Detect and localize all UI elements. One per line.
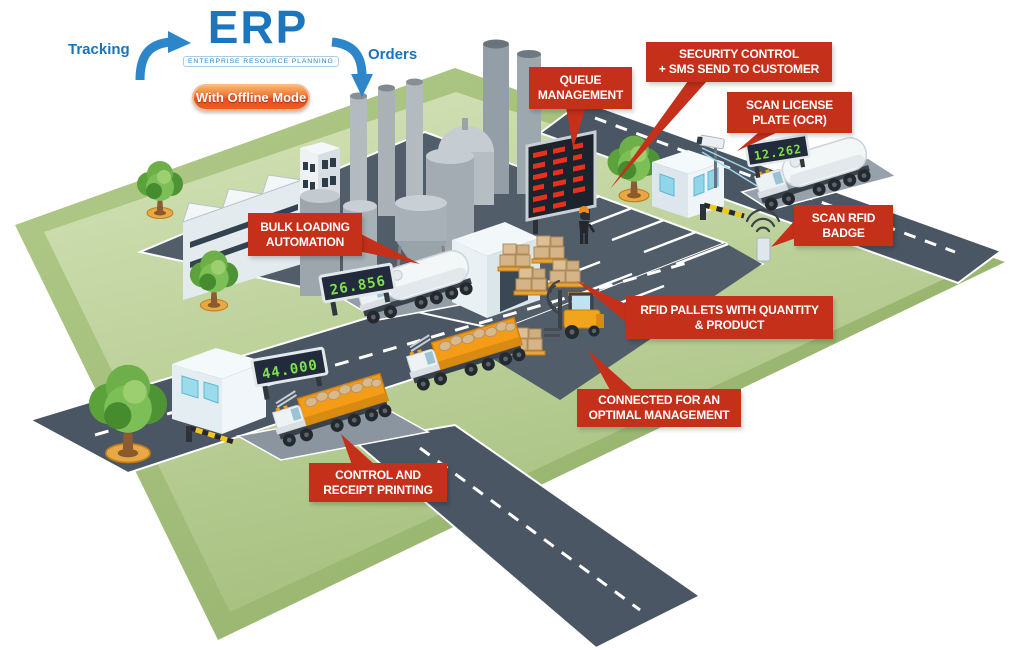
- erp-logo: ERP ENTERPRISE RESOURCE PLANNING: [183, 1, 339, 68]
- curved-arrow-icons: [135, 31, 373, 97]
- forklift-icon: [544, 290, 604, 339]
- callout-line: SCAN LICENSE: [746, 97, 833, 112]
- guard-cabin: [652, 150, 724, 218]
- pallet-yard-pad: [470, 243, 762, 400]
- exit-weight-display: 44.000: [250, 346, 329, 400]
- callout-line: CONNECTED FOR AN: [598, 393, 720, 408]
- exit-station: 44.000: [172, 346, 395, 451]
- bulk-loading-station: 26.856: [318, 246, 478, 327]
- callout-line: PLATE (OCR): [752, 112, 827, 127]
- pallet-area: [497, 235, 604, 356]
- tracking-label: Tracking: [68, 41, 130, 58]
- callout-line: CONTROL AND: [335, 467, 421, 482]
- callout-scan-license-plate: SCAN LICENSE PLATE (OCR): [727, 92, 852, 133]
- callout-control-receipt: CONTROL AND RECEIPT PRINTING: [309, 463, 447, 502]
- orders-label: Orders: [368, 46, 418, 63]
- callout-queue-management: QUEUE MANAGEMENT: [529, 67, 632, 109]
- callout-line: BADGE: [822, 225, 865, 240]
- entrance-barrier-icon: [700, 202, 745, 220]
- worker-icon: [579, 206, 596, 244]
- callout-pointers: [341, 81, 796, 465]
- callout-line: SECURITY CONTROL: [679, 47, 799, 62]
- callout-line: MANAGEMENT: [537, 88, 624, 102]
- callout-scan-rfid-badge: SCAN RFID BADGE: [794, 205, 893, 246]
- cctv-camera-icon: [696, 134, 763, 188]
- callout-line: SCAN RFID: [811, 210, 876, 225]
- callout-line: BULK LOADING: [260, 219, 350, 234]
- erp-subtitle: ENTERPRISE RESOURCE PLANNING: [183, 56, 339, 67]
- arrow-down-icon: [351, 74, 373, 97]
- offline-mode-badge: With Offline Mode: [192, 84, 310, 111]
- callout-line: RECEIPT PRINTING: [323, 482, 433, 497]
- callout-line: AUTOMATION: [265, 234, 345, 249]
- rfid-badge-reader-icon: [745, 208, 781, 262]
- callout-line: + SMS SEND TO CUSTOMER: [658, 62, 820, 76]
- erp-brand-text: ERP: [207, 1, 309, 53]
- bulk-weight-display: 26.856: [318, 262, 397, 316]
- callout-line: QUEUE: [559, 73, 602, 88]
- exit-barrier-icon: [186, 425, 235, 445]
- wifi-icon: [546, 279, 561, 315]
- callout-rfid-pallets: RFID PALLETS WITH QUANTITY & PRODUCT: [626, 296, 833, 339]
- arrow-right-icon: [168, 31, 191, 53]
- wifi-icon: [745, 208, 781, 233]
- callout-bulk-loading: BULK LOADING AUTOMATION: [248, 213, 362, 256]
- callout-line: RFID PALLETS WITH QUANTITY: [640, 302, 819, 317]
- callout-line: OPTIMAL MANAGEMENT: [588, 408, 730, 422]
- callout-line: & PRODUCT: [694, 317, 765, 332]
- queue-led-board-icon: [525, 130, 597, 234]
- callout-connected-management: CONNECTED FOR AN OPTIMAL MANAGEMENT: [577, 389, 741, 427]
- callout-security-control: SECURITY CONTROL + SMS SEND TO CUSTOMER: [646, 42, 832, 82]
- entrance-gate: 12.262: [652, 133, 876, 262]
- entrance-weight-display: 12.262: [744, 133, 811, 178]
